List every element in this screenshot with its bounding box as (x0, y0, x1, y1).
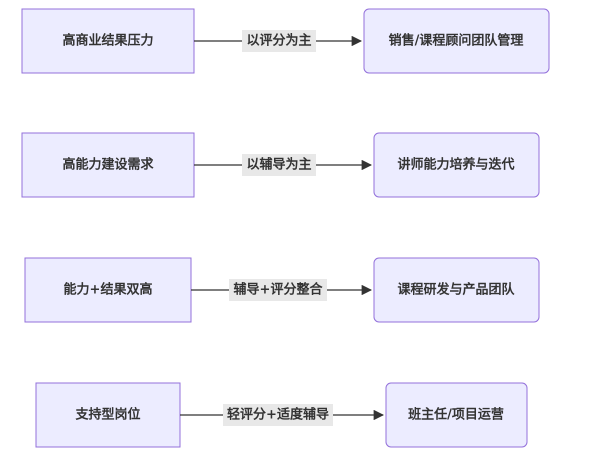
edge-3-label-text: 辅导+评分整合 (234, 282, 324, 298)
source-node-2: 高能力建设需求 (21, 132, 195, 198)
target-node-4: 班主任/项目运营 (385, 382, 528, 448)
target-node-4-label: 班主任/项目运营 (408, 407, 504, 423)
flow-row-1: 高商业结果压力 以评分为主 销售/课程顾问团队管理 (21, 8, 550, 74)
target-node-2: 讲师能力培养与迭代 (373, 132, 540, 198)
source-node-1: 高商业结果压力 (21, 8, 195, 74)
target-node-2-label: 讲师能力培养与迭代 (397, 157, 514, 173)
source-node-3: 能力+结果双高 (24, 257, 192, 323)
target-node-3-label: 课程研发与产品团队 (397, 282, 515, 298)
edge-2-label-text: 以辅导为主 (246, 157, 311, 173)
source-node-2-label: 高能力建设需求 (62, 157, 154, 173)
source-node-4-label: 支持型岗位 (74, 407, 140, 423)
edge-1-label: 以评分为主 (242, 30, 316, 52)
source-node-4: 支持型岗位 (35, 382, 181, 448)
flow-row-3: 能力+结果双高 辅导+评分整合 课程研发与产品团队 (24, 257, 540, 323)
source-node-1-label: 高商业结果压力 (62, 33, 153, 49)
edge-2-label: 以辅导为主 (242, 154, 316, 176)
target-node-1: 销售/课程顾问团队管理 (363, 8, 550, 74)
target-node-3: 课程研发与产品团队 (373, 257, 540, 323)
target-node-1-label: 销售/课程顾问团队管理 (389, 33, 524, 49)
edge-1-label-text: 以评分为主 (246, 33, 311, 49)
edge-4-label: 轻评分+适度辅导 (223, 404, 333, 426)
edge-3-label: 辅导+评分整合 (229, 279, 327, 301)
flow-row-2: 高能力建设需求 以辅导为主 讲师能力培养与迭代 (21, 132, 540, 198)
flow-row-4: 支持型岗位 轻评分+适度辅导 班主任/项目运营 (35, 382, 528, 448)
edge-4-label-text: 轻评分+适度辅导 (227, 407, 329, 423)
source-node-3-label: 能力+结果双高 (64, 282, 153, 298)
